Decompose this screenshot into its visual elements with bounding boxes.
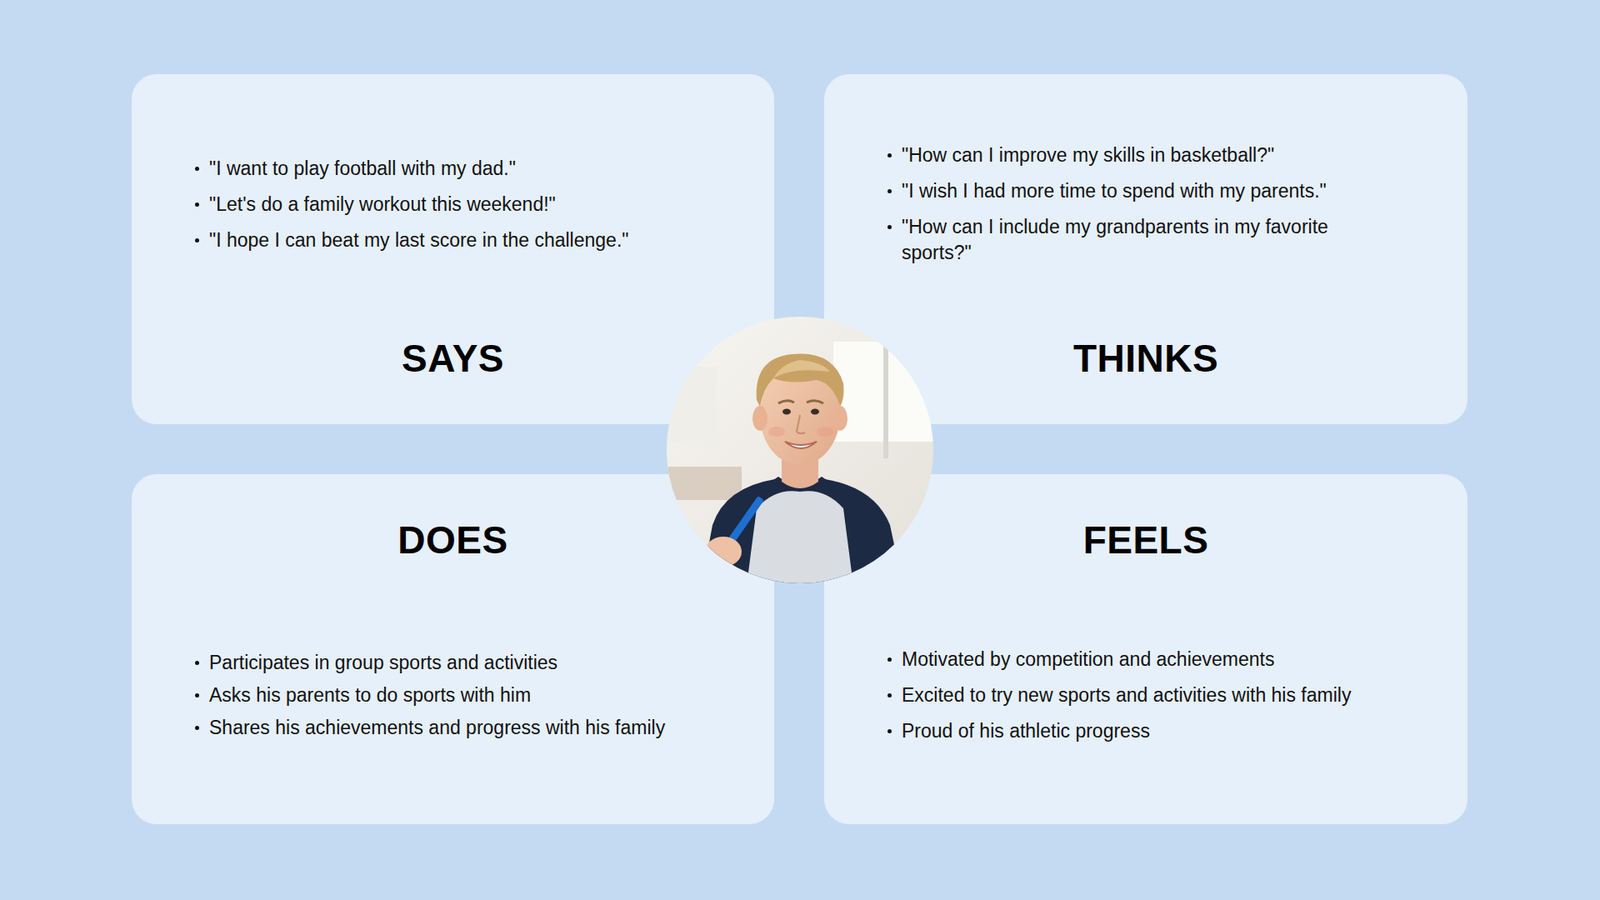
bullet-text: "How can I include my grandparents in my… (901, 215, 1329, 264)
bullet-item: Asks his parents to do sports with him (194, 682, 755, 709)
bullet-item: "How can I improve my skills in basketba… (886, 142, 1387, 169)
quadrant-box: FEELS Motivated by competition and achiev… (824, 474, 1468, 825)
bullet-text: Asks his parents to do sports with him (209, 684, 531, 706)
bullet-item: "I hope I can beat my last score in the … (194, 227, 745, 254)
bullet-text: "I want to play football with my dad." (209, 157, 516, 180)
bullet-list: Participates in group sports and activit… (194, 650, 755, 741)
bullet-text: Shares his achievements and progress wit… (209, 716, 665, 739)
bullet-item: "I want to play football with my dad." (194, 155, 745, 182)
bullet-item: "Let's do a family workout this weekend!… (194, 191, 745, 218)
bullet-text: "I hope I can beat my last score in the … (209, 229, 629, 251)
quadrant-heading: SAYS (131, 335, 775, 382)
quadrant-box: SAYS "I want to play football with my dad… (131, 74, 775, 425)
bullet-item: Excited to try new sports and activities… (886, 682, 1447, 709)
bullet-text: Participates in group sports and activit… (209, 651, 558, 674)
bullet-text: "How can I improve my skills in basketba… (901, 144, 1275, 166)
bullet-item: "How can I include my grandparents in my… (886, 214, 1387, 266)
bullet-item: Motivated by competition and achievement… (886, 646, 1447, 673)
portrait-photo (666, 316, 934, 584)
bullet-item: Proud of his athletic progress (886, 718, 1447, 745)
bullet-list: "How can I improve my skills in basketba… (886, 142, 1387, 266)
quadrant-heading: DOES (131, 517, 775, 564)
quadrant-heading: FEELS (824, 517, 1468, 564)
bullet-item: Shares his achievements and progress wit… (194, 715, 755, 741)
bullet-item: Participates in group sports and activit… (194, 650, 755, 676)
bullet-list: Motivated by competition and achievement… (886, 646, 1447, 745)
quadrant-box: DOES Participates in group sports and act… (131, 474, 775, 825)
bullet-text: "I wish I had more time to spend with my… (901, 180, 1327, 202)
bullet-text: "Let's do a family workout this weekend!… (209, 193, 556, 215)
bullet-text: Proud of his athletic progress (901, 720, 1150, 742)
quadrant-box: THINKS "How can I improve my skills in ba… (824, 74, 1468, 425)
quadrant-heading: THINKS (824, 335, 1468, 382)
bullet-text: Motivated by competition and achievement… (901, 648, 1275, 670)
bullet-list: "I want to play football with my dad." "L… (194, 155, 745, 254)
bullet-text: Excited to try new sports and activities… (901, 684, 1351, 706)
bullet-item: "I wish I had more time to spend with my… (886, 178, 1387, 205)
